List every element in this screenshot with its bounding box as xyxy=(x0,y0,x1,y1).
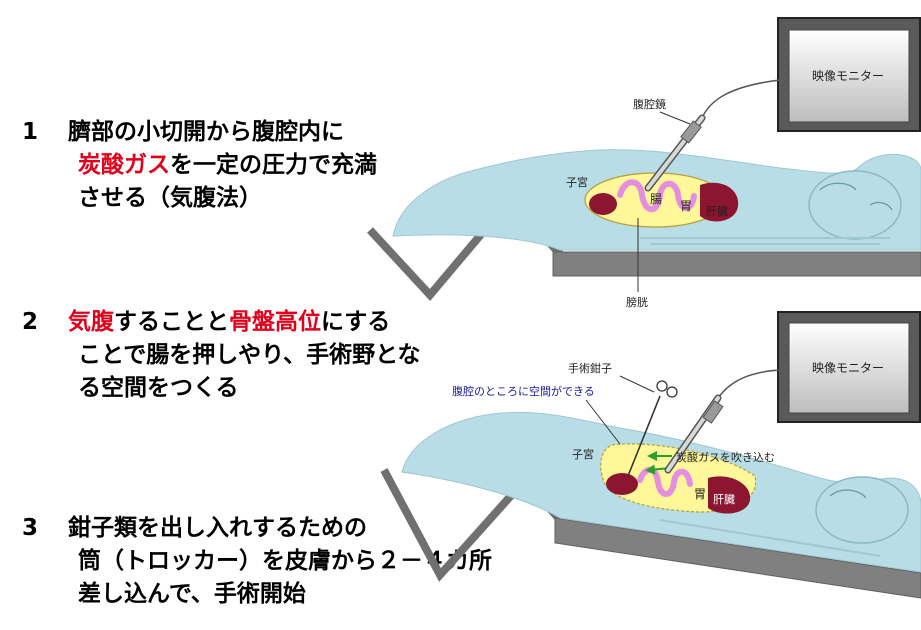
step-text: を一定の圧力で充満 xyxy=(170,152,377,178)
stomach-label-2: 胃 xyxy=(694,487,706,501)
liver-label: 肝臓 xyxy=(706,205,728,218)
monitor-label-2: 映像モニター xyxy=(812,361,884,375)
liver-organ-2 xyxy=(708,476,751,514)
uterus-label: 子宮 xyxy=(566,175,588,189)
surgical-forceps xyxy=(627,380,678,477)
step-line: 1 臍部の小切開から腹腔内に xyxy=(22,116,377,149)
step-line: 3 鉗子類を出し入れするための xyxy=(22,512,492,545)
scope-label: 腹腔鏡 xyxy=(633,97,666,111)
step-line: 差し込んで、手術開始 xyxy=(22,578,492,611)
stomach-label: 胃 xyxy=(680,199,692,213)
step-line: る空間をつくる xyxy=(22,372,420,405)
operating-table xyxy=(367,193,921,302)
step-text: ことで腸を押しやり、手術野とな xyxy=(78,342,421,368)
step-3: 3 鉗子類を出し入れするための筒（トロッカー）を皮膚から２－４カ所差し込んで、手術… xyxy=(22,512,492,611)
step-text: 臍部の小切開から腹腔内に xyxy=(68,119,344,145)
space-label: 腹腔のところに空間ができる xyxy=(452,384,595,398)
step-text: と xyxy=(206,309,229,335)
step-text: 炭酸ガス xyxy=(78,152,170,178)
step-number: 2 xyxy=(22,309,39,335)
step-text: 気腹 xyxy=(68,309,114,335)
monitor-cable xyxy=(701,79,781,119)
gas-label: 炭酸ガスを吹き込む xyxy=(676,450,775,464)
step-line: ことで腸を押しやり、手術野とな xyxy=(22,339,420,372)
step-text: 差し込んで、手術開始 xyxy=(78,581,306,607)
step-text: 鉗子類を出し入れするための xyxy=(68,515,367,541)
intestine-organ xyxy=(617,179,697,213)
step-text: 骨盤高位 xyxy=(229,309,321,335)
video-monitor: 映像モニター xyxy=(777,17,921,132)
step-line: 筒（トロッカー）を皮膚から２－４カ所 xyxy=(22,545,492,578)
step-number: 3 xyxy=(22,515,39,541)
uterus-organ-2 xyxy=(606,473,638,495)
video-monitor-2: 映像モニター xyxy=(777,311,921,423)
liver-organ xyxy=(700,182,739,222)
uterus-label-2: 子宮 xyxy=(572,447,594,461)
bottom-diagram: 映像モニター xyxy=(380,311,921,599)
step-line: 2 気腹することと骨盤高位にする xyxy=(22,306,420,339)
liver-label-2: 肝臓 xyxy=(713,493,735,506)
step-text: る空間をつくる xyxy=(78,375,239,401)
step-1: 1 臍部の小切開から腹腔内に炭酸ガスを一定の圧力で充満させる（気腹法） xyxy=(22,116,377,215)
step-number: 1 xyxy=(22,119,39,145)
laparoscope-2 xyxy=(664,394,724,474)
step-line: 炭酸ガスを一定の圧力で充満 xyxy=(22,149,377,182)
forceps-label: 手術鉗子 xyxy=(568,361,612,375)
monitor-label: 映像モニター xyxy=(812,69,884,83)
step-text: にする xyxy=(321,309,391,335)
bladder-label: 膀胱 xyxy=(626,295,648,309)
abdominal-cavity xyxy=(584,172,739,228)
top-diagram: 映像モニター xyxy=(367,17,921,309)
step-2: 2 気腹することと骨盤高位にすることで腸を押しやり、手術野となる空間をつくる xyxy=(22,306,420,405)
step-text: させる（気腹法） xyxy=(78,185,262,211)
intestine-label: 腸 xyxy=(650,192,662,206)
step-text: 筒（トロッカー）を皮膚から２－４カ所 xyxy=(78,548,492,574)
step-text: すること xyxy=(114,309,206,335)
uterus-organ xyxy=(589,193,617,215)
laparoscope xyxy=(644,114,706,192)
step-line: させる（気腹法） xyxy=(22,182,377,215)
expanded-cavity xyxy=(600,443,757,514)
